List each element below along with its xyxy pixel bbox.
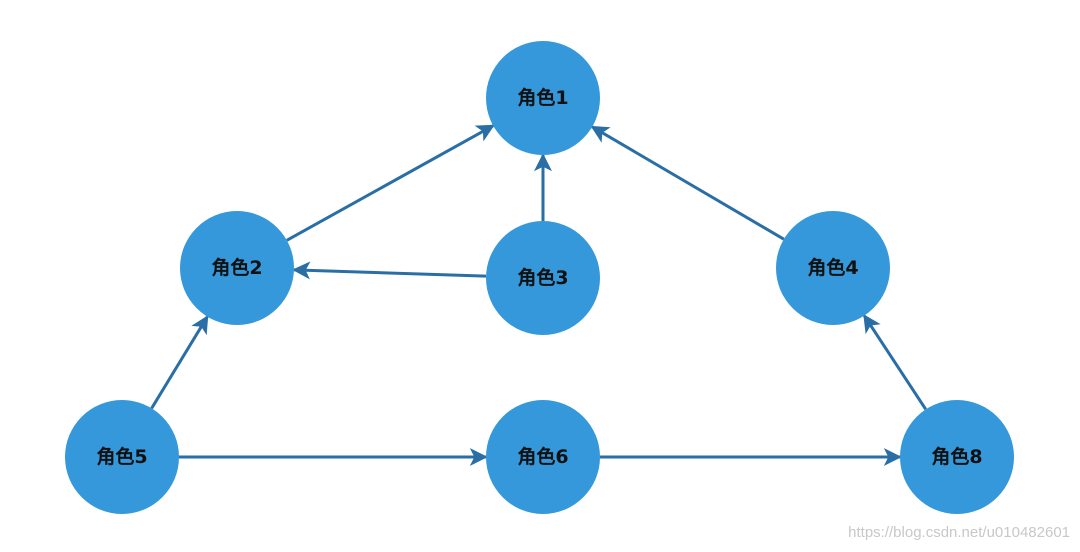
node-circle bbox=[900, 400, 1014, 514]
node-circle bbox=[65, 400, 179, 514]
edge-layer bbox=[150, 124, 927, 466]
node-r6[interactable]: 角色6 bbox=[486, 400, 600, 514]
node-label: 角色2 bbox=[211, 256, 262, 279]
node-r1[interactable]: 角色1 bbox=[486, 41, 600, 155]
node-r3[interactable]: 角色3 bbox=[486, 221, 600, 335]
node-label: 角色5 bbox=[96, 445, 147, 468]
node-r8[interactable]: 角色8 bbox=[900, 400, 1014, 514]
node-r4[interactable]: 角色4 bbox=[776, 211, 890, 325]
node-circle bbox=[486, 41, 600, 155]
edge-r4-to-r1 bbox=[590, 125, 785, 241]
node-label: 角色4 bbox=[807, 256, 858, 279]
edge-r8-to-r4 bbox=[863, 314, 927, 411]
edge-r5-to-r2 bbox=[150, 315, 209, 410]
node-label: 角色8 bbox=[931, 445, 982, 468]
node-circle bbox=[776, 211, 890, 325]
node-circle bbox=[180, 211, 294, 325]
edge-r2-to-r1 bbox=[286, 124, 495, 242]
node-label: 角色6 bbox=[517, 445, 568, 468]
edge-r3-to-r2 bbox=[292, 261, 487, 280]
node-circle bbox=[486, 400, 600, 514]
node-r5[interactable]: 角色5 bbox=[65, 400, 179, 514]
node-circle bbox=[486, 221, 600, 335]
node-layer: 角色1 角色2 角色3 角色4 角色5 角色6 角色8 bbox=[65, 41, 1014, 514]
node-label: 角色1 bbox=[517, 86, 568, 109]
node-r2[interactable]: 角色2 bbox=[180, 211, 294, 325]
watermark-text: https://blog.csdn.net/u010482601 bbox=[848, 524, 1070, 541]
node-label: 角色3 bbox=[517, 266, 568, 289]
